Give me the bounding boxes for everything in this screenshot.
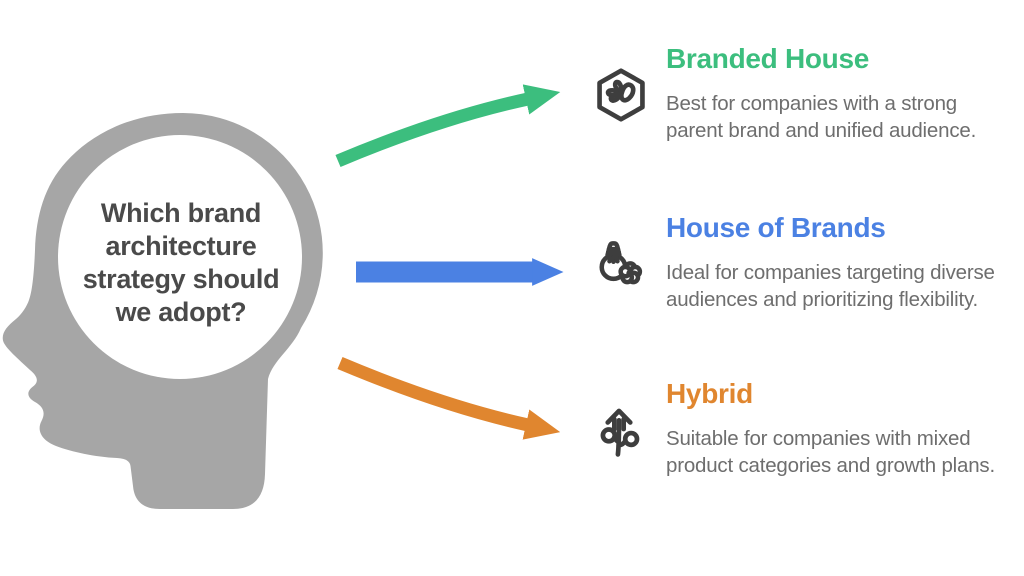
brain-circle bbox=[58, 135, 302, 379]
option-title: Branded House bbox=[666, 43, 870, 74]
option-house-of-brands: House of Brands Ideal for companies targ… bbox=[666, 213, 1024, 313]
question-text: Which brand architecture strategy should… bbox=[82, 198, 280, 327]
perfume-flower-icon bbox=[599, 241, 643, 285]
option-description: Suitable for companies with mixed produc… bbox=[666, 427, 995, 477]
arrow-branded-house bbox=[335, 84, 561, 167]
snap-badge-icon bbox=[597, 68, 645, 122]
option-hybrid: Hybrid Suitable for companies with mixed… bbox=[666, 379, 1024, 479]
head-silhouette bbox=[2, 113, 323, 509]
option-description: Best for companies with a strong parent … bbox=[666, 92, 977, 142]
arrow-hybrid bbox=[337, 357, 561, 440]
option-title: Hybrid bbox=[666, 378, 753, 409]
branch-growth-icon bbox=[600, 408, 640, 457]
option-branded-house: Branded House Best for companies with a … bbox=[666, 44, 1024, 144]
option-title: House of Brands bbox=[666, 212, 886, 243]
option-description: Ideal for companies targeting diverse au… bbox=[666, 261, 995, 311]
